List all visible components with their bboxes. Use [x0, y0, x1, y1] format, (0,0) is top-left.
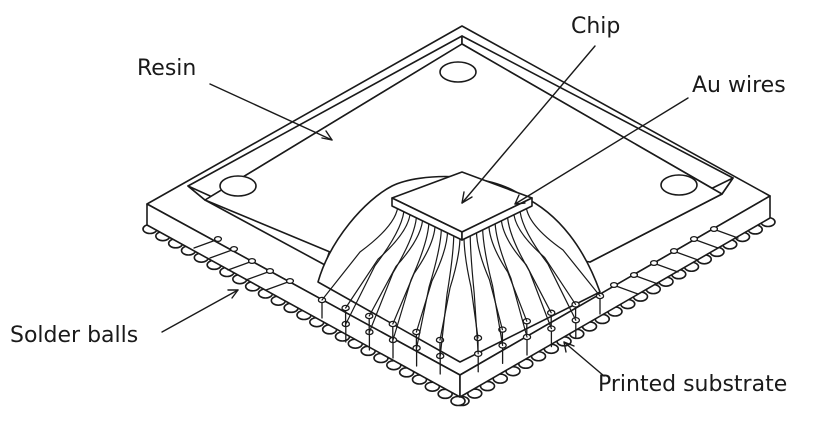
leader-substrate [563, 341, 605, 377]
pcb-traces [193, 225, 739, 375]
pcb-trace [655, 263, 679, 273]
leader-chip-head [461, 191, 473, 204]
leader-solder-head [227, 289, 239, 299]
resin-block [187, 35, 734, 266]
leader-substrate-head [563, 341, 575, 353]
bond-pad [247, 257, 257, 265]
au-wire [416, 225, 442, 349]
au-wire [415, 229, 449, 333]
pcb-trace [715, 229, 739, 239]
leader-solder-balls [161, 289, 239, 333]
solder-ball [450, 395, 466, 407]
substrate-right-side [459, 195, 771, 398]
bond-pad [649, 259, 659, 267]
pcb-trace [675, 251, 699, 261]
chip-side-right [461, 197, 533, 241]
au-wire [475, 229, 503, 331]
leader-resin [209, 83, 333, 141]
pcb-trace [265, 281, 289, 291]
pcb-trace [245, 271, 269, 281]
label-solder-balls: Solder balls [10, 323, 139, 348]
leader-lines [161, 45, 689, 377]
resin-marker-right [660, 174, 698, 196]
pcb-trace [695, 239, 719, 249]
bond-pad [709, 225, 719, 233]
pcb-trace [615, 285, 639, 295]
bond-pad [285, 277, 295, 285]
label-chip: Chip [571, 14, 621, 39]
leader-au-head [514, 194, 526, 205]
au-wire [482, 225, 504, 346]
au-wire [469, 232, 479, 355]
label-printed-substrate: Printed substrate [598, 372, 788, 397]
leader-au-wires [514, 97, 689, 205]
pcb-trace [193, 239, 217, 249]
bond-pad [689, 235, 699, 243]
bond-pad [629, 271, 639, 279]
au-wire [439, 232, 455, 357]
bond-pad [669, 247, 679, 255]
bond-pad [609, 281, 619, 289]
bond-pad [229, 245, 239, 253]
pcb-trace [227, 261, 251, 271]
leader-chip [461, 45, 596, 204]
resin-marker-top [439, 61, 477, 83]
bond-pad [213, 235, 223, 243]
pcb-trace [209, 249, 233, 259]
leader-resin-head [321, 130, 333, 141]
label-resin: Resin [137, 56, 197, 81]
au-wire [463, 235, 479, 339]
label-au-wires: Au wires [692, 73, 786, 98]
pcb-trace [635, 275, 659, 285]
au-wire [439, 235, 461, 341]
bond-pad [265, 267, 275, 275]
resin-marker-left [219, 175, 257, 197]
